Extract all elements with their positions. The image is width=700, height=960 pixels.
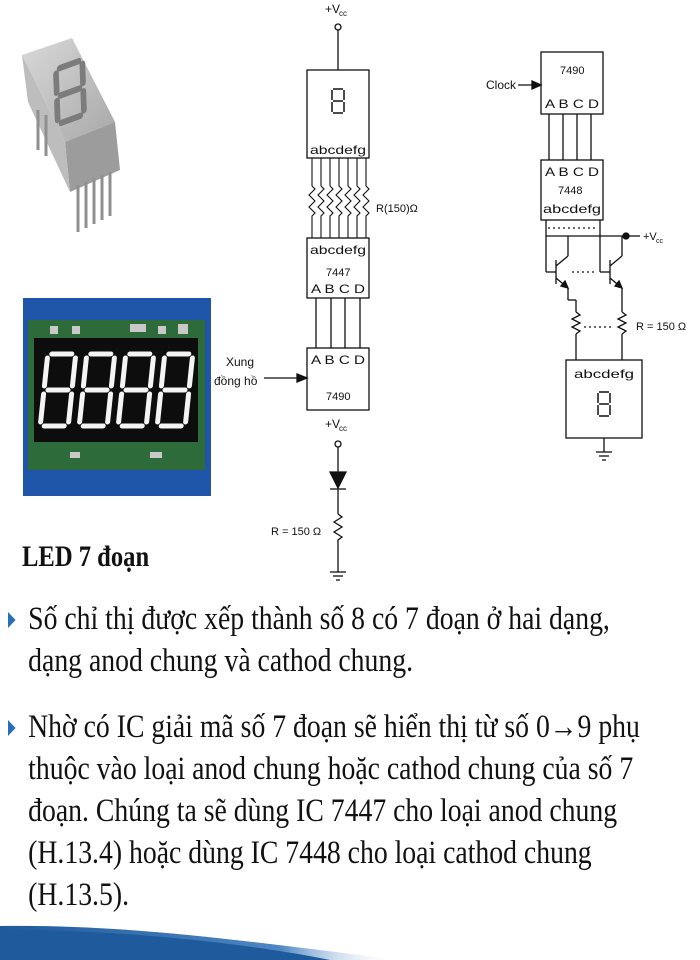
resistor-array-label: R(150)Ω xyxy=(376,203,418,215)
led-resistor-label: R = 150 Ω xyxy=(271,526,321,538)
right-display-segment-labels: abcdefg xyxy=(574,367,634,381)
clock-label: Clock xyxy=(486,78,517,92)
cathode-common-circuit xyxy=(518,51,643,461)
bullet-item: Số chỉ thị được xếp thành số 8 có 7 đoạn… xyxy=(8,598,646,682)
bullet-arrow-icon xyxy=(8,720,16,736)
section-title: LED 7 đoạn xyxy=(22,540,150,573)
bullet-arrow-icon xyxy=(8,612,16,628)
ic7447-segment-labels: abcdefg xyxy=(310,243,366,257)
anode-common-circuit xyxy=(264,23,370,581)
ic7448-segment-labels: abcdefg xyxy=(543,202,601,216)
vcc-right-label: +V xyxy=(643,231,657,243)
vcc-bottom-sub: cc xyxy=(339,424,347,433)
four-digit-seven-segment-module-photo xyxy=(23,298,211,496)
bullet-text: Số chỉ thị được xếp thành số 8 có 7 đoạn… xyxy=(28,601,610,679)
bullet-item: Nhờ có IC giải mã số 7 đoạn sẽ hiển thị … xyxy=(8,706,646,916)
footer-decoration xyxy=(0,925,400,960)
single-seven-segment-led-photo xyxy=(22,38,120,232)
ic7448-input-labels: A B C D xyxy=(545,165,599,179)
ic7447-input-labels: A B C D xyxy=(311,282,365,296)
ic7490-right-output-labels: A B C D xyxy=(545,97,599,111)
ic7490-left-input-labels: A B C D xyxy=(311,353,365,367)
right-resistor-label: R = 150 Ω xyxy=(636,321,686,333)
left-display-segment-labels: abcdefg xyxy=(310,143,366,157)
clock-input-line2: đồng hồ xyxy=(214,374,258,388)
vcc-top-sub: cc xyxy=(339,9,347,18)
ground-symbol xyxy=(330,571,346,581)
npn-transistor-symbol xyxy=(546,236,570,290)
vcc-bottom-label: +V xyxy=(325,417,340,431)
vcc-right-sub: cc xyxy=(656,238,664,245)
ic7448-name: 7448 xyxy=(558,185,582,197)
ic7447-name: 7447 xyxy=(326,267,350,279)
diode-symbol xyxy=(328,471,348,490)
bullet-text: Nhờ có IC giải mã số 7 đoạn sẽ hiển thị … xyxy=(28,709,640,913)
vcc-top-label: +V xyxy=(325,2,340,16)
ic7490-left-name: 7490 xyxy=(326,391,350,403)
ic7490-right-name: 7490 xyxy=(560,65,584,77)
clock-input-line1: Xung xyxy=(226,355,254,369)
